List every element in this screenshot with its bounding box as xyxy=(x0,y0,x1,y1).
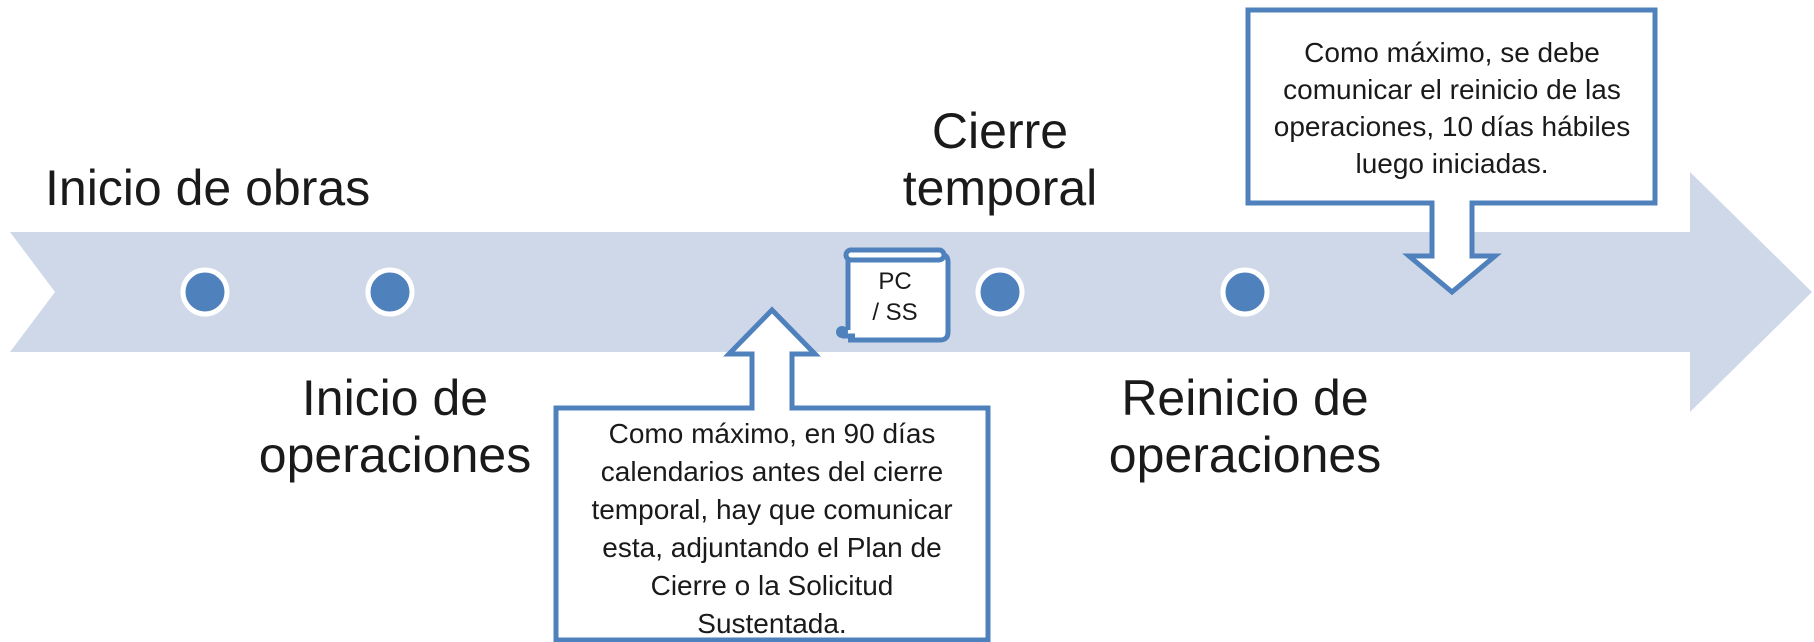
label-reinicio-line2: operaciones xyxy=(1109,427,1381,483)
callout-top-line-2: comunicar el reinicio de las xyxy=(1283,74,1621,105)
callout-bottom-line-6: Sustentada. xyxy=(697,608,846,639)
callout-top-line-1: Como máximo, se debe xyxy=(1304,37,1600,68)
callout-bottom-shape xyxy=(553,306,991,642)
document-scroll-icon xyxy=(836,247,951,343)
callout-bottom-line-4: esta, adjuntando el Plan de xyxy=(602,532,941,563)
callout-bottom-line-5: Cierre o la Solicitud xyxy=(651,570,894,601)
callout-top-line-4: luego iniciadas. xyxy=(1355,148,1548,179)
milestone-dot-reinicio xyxy=(1220,267,1270,317)
callout-bottom-line-3: temporal, hay que comunicar xyxy=(591,494,952,525)
label-reinicio-line1: Reinicio de xyxy=(1121,370,1368,426)
milestone-dot-inicio-operaciones xyxy=(365,267,415,317)
label-inicio-operaciones-line1: Inicio de xyxy=(302,370,488,426)
label-inicio-operaciones-line2: operaciones xyxy=(259,427,531,483)
label-cierre-temporal-line2: temporal xyxy=(903,160,1098,216)
document-label-line1: PC xyxy=(878,268,911,295)
callout-bottom-line-2: calendarios antes del cierre xyxy=(601,456,943,487)
callout-top-shape xyxy=(1245,7,1658,296)
label-inicio-obras: Inicio de obras xyxy=(45,160,370,216)
callout-bottom-line-1: Como máximo, en 90 días xyxy=(609,418,936,449)
label-cierre-temporal-line1: Cierre xyxy=(932,103,1068,159)
callout-top-line-3: operaciones, 10 días hábiles xyxy=(1274,111,1630,142)
milestone-dot-inicio-obras xyxy=(180,267,230,317)
document-label-line2: / SS xyxy=(872,299,917,326)
milestone-dot-cierre-temporal xyxy=(975,267,1025,317)
